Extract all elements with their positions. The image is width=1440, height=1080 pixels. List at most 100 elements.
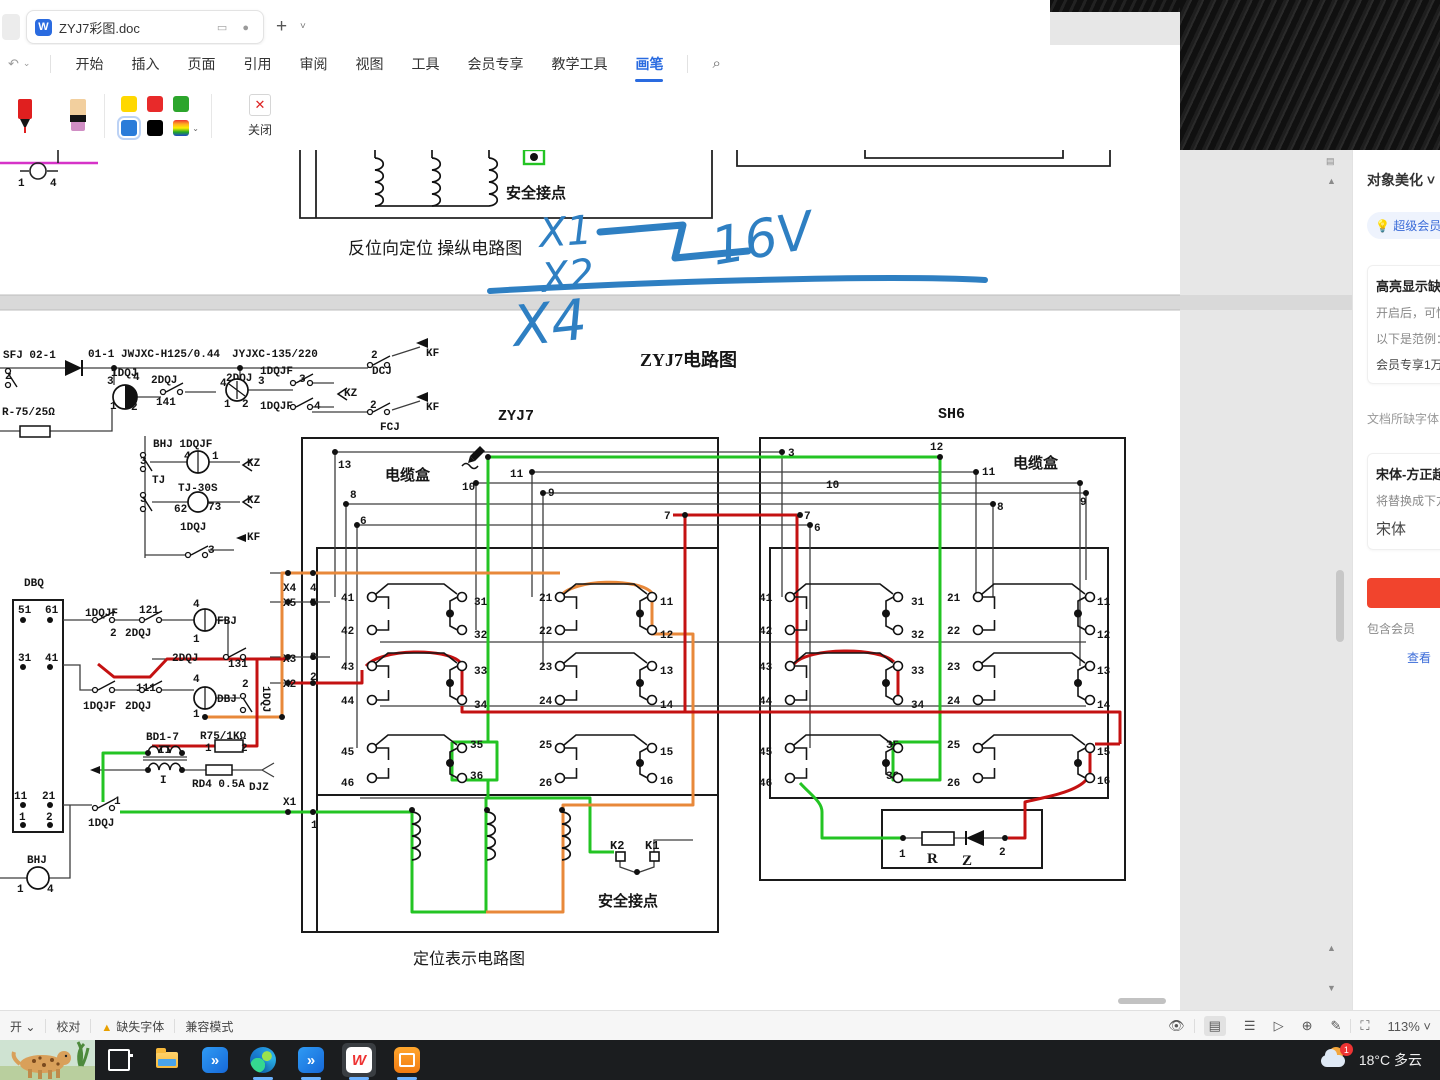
svg-text:ZYJ7电路图: ZYJ7电路图: [640, 349, 737, 370]
play-view-icon[interactable]: ▷: [1273, 1018, 1284, 1033]
svg-text:31: 31: [474, 597, 488, 609]
svip-promo-pill[interactable]: 💡 超级会员: [1367, 212, 1440, 239]
search-icon[interactable]: ⌕: [712, 55, 721, 72]
pen-color-swatch[interactable]: [117, 116, 141, 140]
taskbar-app-orange-icon[interactable]: [390, 1043, 424, 1080]
missing-font-warning[interactable]: ▲缺失字体: [101, 1019, 165, 1034]
svg-text:12: 12: [660, 630, 673, 642]
svg-text:2: 2: [242, 399, 249, 411]
svg-text:32: 32: [911, 630, 924, 642]
svg-text:12: 12: [1097, 630, 1110, 642]
status-bar: 开 ⌄ 校对 ▲缺失字体 兼容模式 👁 ▤ ☰ ▷ ⊕ ✎ ⛶ 113% ˅: [0, 1010, 1440, 1041]
svg-text:K2: K2: [610, 839, 624, 853]
svg-text:2DQJ: 2DQJ: [125, 628, 151, 640]
weather-widget[interactable]: 1 18°C 多云: [1320, 1043, 1422, 1073]
web-view-icon[interactable]: ⊕: [1301, 1018, 1313, 1033]
window-menu-button[interactable]: [2, 14, 20, 40]
svg-text:KZ: KZ: [247, 458, 261, 470]
zoom-level[interactable]: 113% ˅: [1387, 1018, 1432, 1034]
svg-text:1: 1: [212, 451, 219, 463]
view-link[interactable]: 查看: [1407, 651, 1432, 665]
svg-text:2: 2: [242, 679, 249, 691]
ribbon-tab-页面[interactable]: 页面: [187, 55, 216, 72]
svg-text:9: 9: [1080, 497, 1087, 509]
wire-red: [97, 513, 1122, 840]
pen-color-swatch[interactable]: [147, 120, 163, 136]
pen-mode-icon[interactable]: ✎: [1330, 1018, 1342, 1033]
pen-color-swatch[interactable]: ⌄: [173, 120, 199, 136]
taskbar-app-blue-2-icon[interactable]: »: [294, 1043, 328, 1080]
ribbon-tab-视图[interactable]: 视图: [355, 55, 384, 72]
ribbon-tab-审阅[interactable]: 审阅: [299, 55, 328, 72]
upgrade-button[interactable]: 开通: [1367, 578, 1440, 608]
svg-text:RD4 0.5A: RD4 0.5A: [192, 779, 245, 791]
svg-text:DBQ: DBQ: [24, 578, 44, 590]
vertical-scrollbar[interactable]: [1336, 570, 1344, 642]
svg-text:KZ: KZ: [344, 388, 358, 400]
svg-text:6: 6: [814, 523, 821, 535]
svg-text:13: 13: [660, 666, 674, 678]
svg-text:26: 26: [539, 778, 552, 790]
svg-text:1: 1: [205, 743, 212, 755]
ribbon-tab-教学工具[interactable]: 教学工具: [551, 55, 608, 72]
taskbar-wps-icon[interactable]: W: [342, 1043, 376, 1080]
svg-text:1DQJF: 1DQJF: [260, 366, 293, 378]
svg-text:25: 25: [539, 740, 553, 752]
taskbar-file-explorer-icon[interactable]: [150, 1043, 184, 1077]
new-tab-button[interactable]: +: [276, 16, 288, 37]
status-toggle[interactable]: 开 ⌄: [10, 1019, 36, 1034]
svg-text:1: 1: [114, 796, 121, 808]
windows-taskbar: » » W 1 18°C 多云: [0, 1040, 1440, 1080]
desktop-peek-thumbnail[interactable]: [0, 1040, 95, 1080]
pen-color-swatch[interactable]: [147, 96, 163, 112]
taskbar-edge-icon[interactable]: [246, 1043, 280, 1080]
proofread-button[interactable]: 校对: [56, 1019, 81, 1034]
svg-text:51: 51: [18, 605, 32, 617]
svg-text:电缆盒: 电缆盒: [1013, 454, 1059, 472]
taskbar-app-blue-1-icon[interactable]: »: [198, 1043, 232, 1077]
svg-text:45: 45: [341, 747, 355, 759]
chevron-down-icon[interactable]: ⌄: [22, 58, 31, 68]
ribbon-tab-引用[interactable]: 引用: [243, 55, 272, 72]
panel-title[interactable]: 对象美化 ˅: [1367, 172, 1436, 188]
marker-pen-tool[interactable]: [16, 99, 34, 133]
svg-text:121: 121: [139, 605, 159, 617]
reading-eye-icon[interactable]: 👁: [1168, 1018, 1185, 1033]
scroll-arrow-up[interactable]: ▲: [1327, 943, 1336, 953]
close-pen-mode-button[interactable]: ✕ 关闭: [248, 94, 272, 138]
svg-text:4: 4: [220, 378, 227, 390]
tab-list-caret[interactable]: ˅: [300, 21, 306, 32]
document-tab[interactable]: W ZYJ7彩图.doc ▭ ●: [26, 10, 264, 44]
svg-text:FCJ: FCJ: [380, 422, 400, 434]
eraser-tool[interactable]: [68, 99, 88, 133]
svg-text:46: 46: [759, 778, 772, 790]
ruler-toggle-icon[interactable]: ▤: [1326, 156, 1335, 166]
svg-text:R75/1KΩ: R75/1KΩ: [200, 731, 247, 743]
horizontal-scrollbar[interactable]: [1118, 998, 1166, 1004]
svg-text:4: 4: [193, 674, 200, 686]
svg-text:1DQJ: 1DQJ: [180, 522, 206, 534]
ribbon-tab-开始[interactable]: 开始: [75, 55, 104, 72]
divider: [687, 54, 689, 73]
undo-icon[interactable]: ↶: [8, 55, 19, 71]
scroll-up-icon[interactable]: ▲: [1327, 176, 1336, 186]
svg-text:14: 14: [1097, 700, 1111, 712]
svg-text:6: 6: [360, 516, 367, 528]
scroll-arrow-down[interactable]: ▼: [1327, 983, 1336, 993]
pen-color-swatch[interactable]: [173, 96, 189, 112]
svg-text:R: R: [927, 851, 938, 867]
svg-text:X4: X4: [283, 583, 297, 595]
ribbon-tab-画笔[interactable]: 画笔: [621, 48, 677, 82]
outline-view-icon[interactable]: ☰: [1243, 1018, 1256, 1033]
taskbar-task-view-icon[interactable]: [102, 1043, 136, 1077]
svg-text:131: 131: [228, 659, 248, 671]
fit-page-icon[interactable]: ⛶: [1360, 1018, 1370, 1033]
svg-text:73: 73: [208, 502, 222, 514]
ribbon-tab-插入[interactable]: 插入: [131, 55, 160, 72]
svg-text:43: 43: [341, 662, 355, 674]
pen-color-swatch[interactable]: [121, 96, 137, 112]
ribbon-tab-会员专享[interactable]: 会员专享: [467, 55, 524, 72]
ribbon-tab-工具[interactable]: 工具: [411, 55, 440, 72]
page-view-icon[interactable]: ▤: [1203, 1016, 1226, 1036]
